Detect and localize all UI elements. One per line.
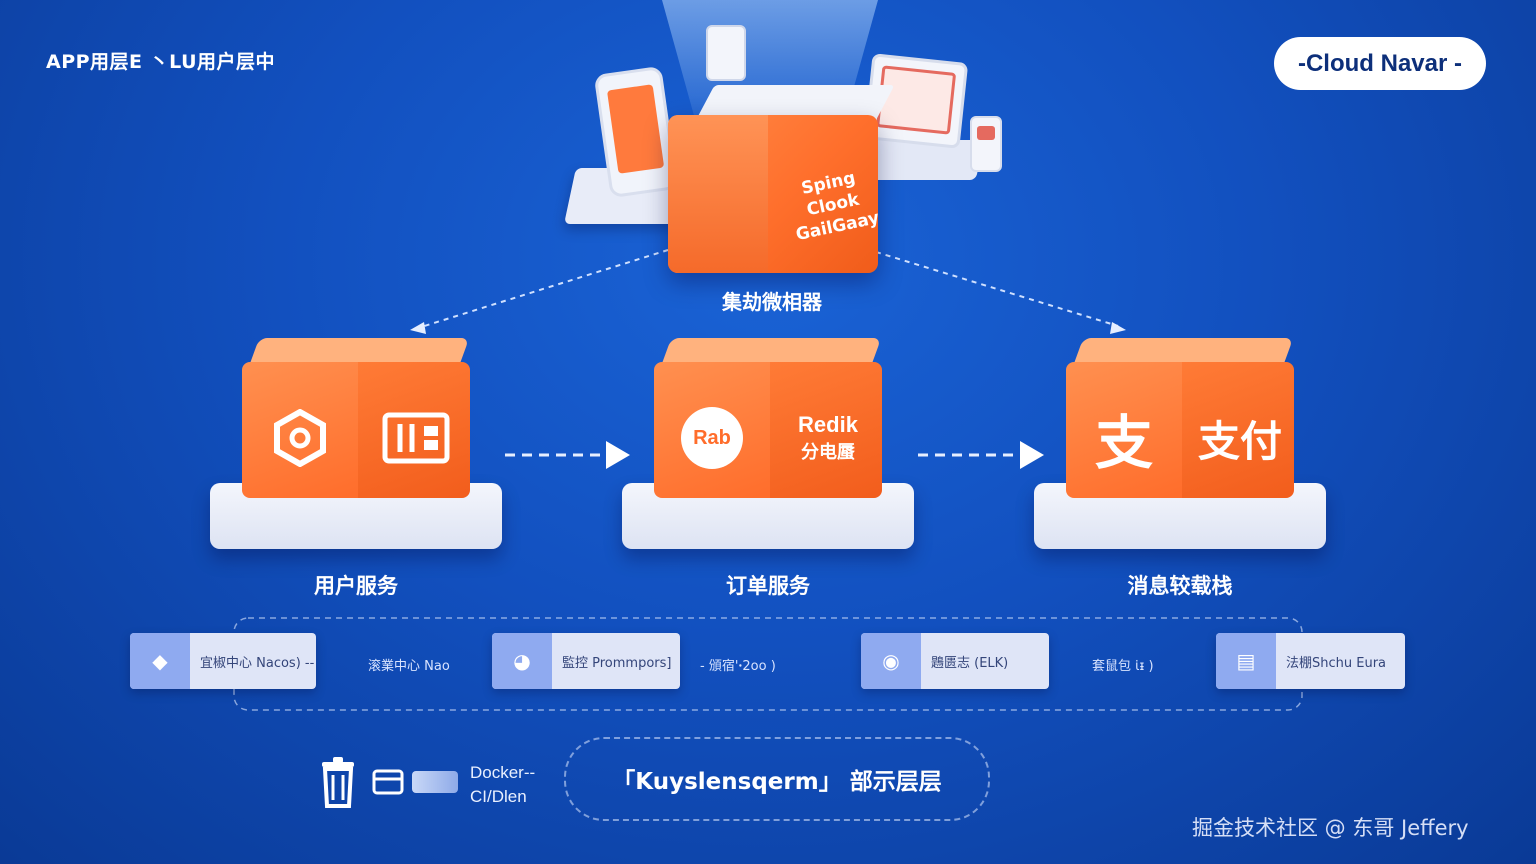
arrowhead-left-icon	[410, 322, 426, 334]
redis-label-line1: Redik	[798, 412, 858, 437]
infra-mid-label-2: - 頒宿'ꞏ2oo )	[700, 659, 776, 674]
order-service-caption: 订单服务	[726, 574, 810, 598]
arrowhead-right-icon	[1110, 322, 1126, 334]
eye-icon: ◉	[861, 633, 921, 689]
gateway-to-user-line	[417, 249, 669, 329]
infra-prometheus-label: 監控 Prommpors]	[562, 655, 672, 671]
docker-label: Docker--	[470, 763, 536, 782]
pay-label-text: 支付	[1197, 416, 1282, 466]
brand-badge: -Cloud Navar -	[1274, 37, 1486, 90]
table-card-icon	[368, 394, 464, 482]
rabbit-icon: Rab	[668, 394, 756, 482]
deploy-layer-label: 「Kuyslensqerm」 部示层层	[564, 737, 990, 821]
infra-nacos-label: 宜椒中心 Nacos) --	[200, 655, 315, 671]
infra-elk-box: ◉ 鶗匮志 (ELK)	[861, 633, 1049, 689]
box-icon: ▤	[1216, 633, 1276, 689]
trash-icon	[322, 757, 354, 808]
pay-glyph-text: 支	[1094, 409, 1153, 477]
service-cube	[242, 338, 470, 498]
arrow-right-icon	[606, 441, 630, 469]
arrow-right-icon	[1020, 441, 1044, 469]
infra-mid-label-1: 滚業中心 Nao	[368, 659, 450, 674]
message-service-caption: 消息较载栈	[1127, 574, 1233, 598]
infra-nacos-box: ◆ 宜椒中心 Nacos) --	[130, 633, 316, 689]
gateway-to-message-line	[875, 251, 1119, 327]
infra-mid-label-3: 套鼠包 ι̇ᵻ )	[1092, 659, 1154, 674]
infra-prometheus-box: ◕ 監控 Prommpors]	[492, 633, 680, 689]
folder-icon	[372, 769, 404, 795]
redis-label: Redik 分电蜃	[780, 394, 876, 482]
gateway-caption: 集劫微相器	[722, 290, 822, 314]
order-service-node: Rab Redik 分电蜃 订单服务	[622, 338, 922, 598]
device-icon	[970, 116, 1002, 172]
gauge-icon: ◕	[492, 633, 552, 689]
pay-label: 支付	[1192, 394, 1288, 482]
hexagon-ring-icon	[256, 394, 344, 482]
docker-ci-label: Docker-- CI/Dlen	[470, 761, 535, 809]
rabbit-label: Rab	[681, 407, 743, 469]
ci-tools	[372, 766, 462, 798]
gateway-cube	[668, 115, 878, 273]
service-cube: Rab Redik 分电蜃	[654, 338, 882, 498]
page-title: APP用层E 丶LU用户层中	[46, 51, 276, 73]
redis-label-line2: 分电蜃	[800, 442, 855, 463]
message-service-node: 支 支付 消息较载栈	[1034, 338, 1334, 598]
infra-eureka-label: 法棚Shchu Eura	[1286, 655, 1387, 671]
service-cube: 支 支付	[1066, 338, 1294, 498]
tablet-icon	[706, 25, 746, 81]
user-service-caption: 用户服务	[314, 574, 398, 598]
pay-glyph: 支	[1080, 394, 1168, 482]
pipeline-icon	[412, 771, 458, 793]
infra-elk-label: 鶗匮志 (ELK)	[931, 655, 1009, 671]
ci-label: CI/Dlen	[470, 787, 527, 806]
user-service-node: 用户服务	[210, 338, 510, 598]
infra-eureka-box: ▤ 法棚Shchu Eura	[1216, 633, 1405, 689]
stack-icon: ◆	[130, 633, 190, 689]
watermark: 掘金技术社区 @ 东哥 Jeffery	[1192, 816, 1469, 840]
